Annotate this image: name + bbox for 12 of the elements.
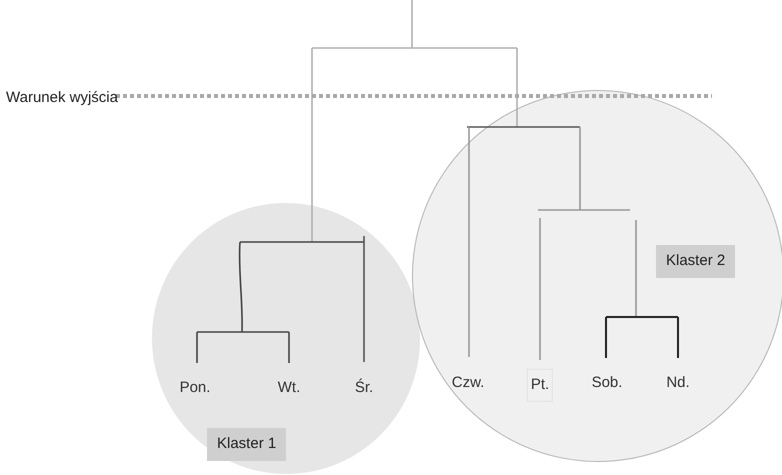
cluster-label: Klaster 1 — [207, 428, 286, 460]
leaf-label: Śr. — [354, 376, 374, 400]
leaf-label: Czw. — [452, 372, 484, 394]
threshold-label: Warunek wyjścia — [6, 88, 118, 108]
leaf-label: Pt. — [526, 368, 554, 402]
leaf-label: Pon. — [180, 376, 210, 400]
leaf-label: Wt. — [278, 376, 300, 400]
leaf-label: Nd. — [666, 372, 690, 394]
cluster-ellipse — [412, 90, 782, 462]
leaf-label: Sob. — [592, 372, 622, 394]
cluster-label: Klaster 2 — [656, 245, 736, 278]
cluster-ellipse — [152, 203, 420, 474]
